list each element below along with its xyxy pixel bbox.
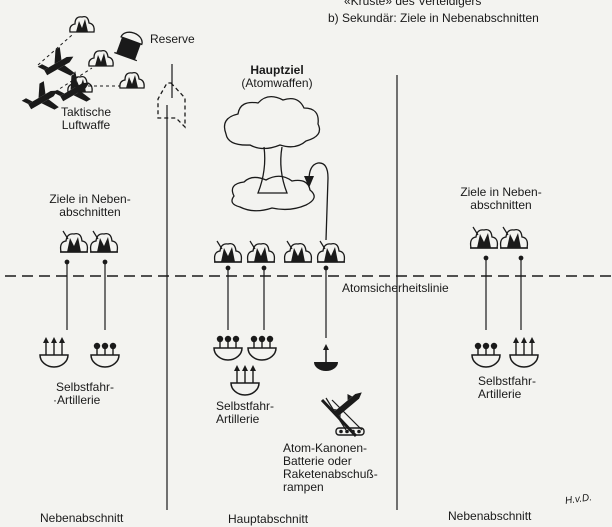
atomic-label-line3: Raketenabschuß- xyxy=(283,467,378,481)
center-artillery-line1: Selbstfahr- xyxy=(216,399,275,413)
main-target-label: Hauptziel (Atomwaffen) xyxy=(232,64,322,90)
left-artillery-line1: Selbstfahr- xyxy=(56,380,115,394)
sector-left-label: Nebenabschnitt xyxy=(40,511,124,525)
right-artillery-line1: Selbstfahr- xyxy=(478,374,537,388)
sector-right-label: Nebenabschnitt xyxy=(448,509,532,523)
air-force-label-line1: Taktische xyxy=(60,105,112,119)
header-line-a: «Kruste» des Verteidigers xyxy=(344,0,482,8)
atomic-launcher-unit xyxy=(314,344,365,438)
center-artillery-line2: Artillerie xyxy=(216,412,260,426)
atomic-label-line2: Batterie oder xyxy=(283,454,352,468)
curved-arrow xyxy=(308,162,329,241)
center-target-icons xyxy=(213,240,346,263)
tactical-air-force-group xyxy=(18,15,145,122)
right-artillery-label: Selbstfahr- Artillerie xyxy=(478,375,536,401)
atomic-label-line1: Atom-Kanonen- xyxy=(283,441,368,455)
sector-center-label: Hauptabschnitt xyxy=(228,512,309,526)
safety-line-label: Atomsicherheitslinie xyxy=(342,281,449,295)
right-artillery-line2: Artillerie xyxy=(478,387,522,401)
left-targets-line2: abschnitten xyxy=(59,205,121,219)
main-target-title: Hauptziel xyxy=(250,63,304,77)
reserve-arrow xyxy=(157,82,186,129)
left-fire-lines xyxy=(64,259,108,330)
left-targets-line1: Ziele in Neben- xyxy=(49,192,131,206)
right-fire-lines xyxy=(483,255,524,330)
left-artillery-label: Selbstfahr- ·Artillerie xyxy=(53,380,115,407)
left-target-icons xyxy=(59,230,119,253)
reserve-label: Reserve xyxy=(150,32,195,46)
main-target-subtitle: (Atomwaffen) xyxy=(241,76,313,90)
right-artillery-units xyxy=(471,337,539,368)
atomic-cloud-icon xyxy=(223,96,321,212)
center-artillery-label: Selbstfahr- Artillerie xyxy=(216,400,274,426)
reserve-unit-icon xyxy=(114,31,143,62)
left-targets-label: Ziele in Neben- abschnitten xyxy=(40,193,140,219)
right-targets-line2: abschnitten xyxy=(470,198,532,212)
right-targets-label: Ziele in Neben- abschnitten xyxy=(446,186,556,212)
right-targets-line1: Ziele in Neben- xyxy=(460,185,542,199)
center-fire-lines xyxy=(225,265,329,338)
atomic-label: Atom-Kanonen- Batterie oder Raketenabsch… xyxy=(283,442,378,494)
atomic-label-line4: rampen xyxy=(283,480,324,494)
left-artillery-units xyxy=(39,337,120,368)
center-artillery-units xyxy=(213,335,277,396)
right-target-icons xyxy=(469,226,529,249)
left-artillery-line2: ·Artillerie xyxy=(53,393,101,407)
rocket-launcher-icon xyxy=(320,392,365,438)
header-line-b: b) Sekundär: Ziele in Nebenabschnitten xyxy=(328,11,539,25)
air-force-label-line2: Luftwaffe xyxy=(61,118,111,132)
air-force-label: Taktische Luftwaffe xyxy=(46,106,126,132)
